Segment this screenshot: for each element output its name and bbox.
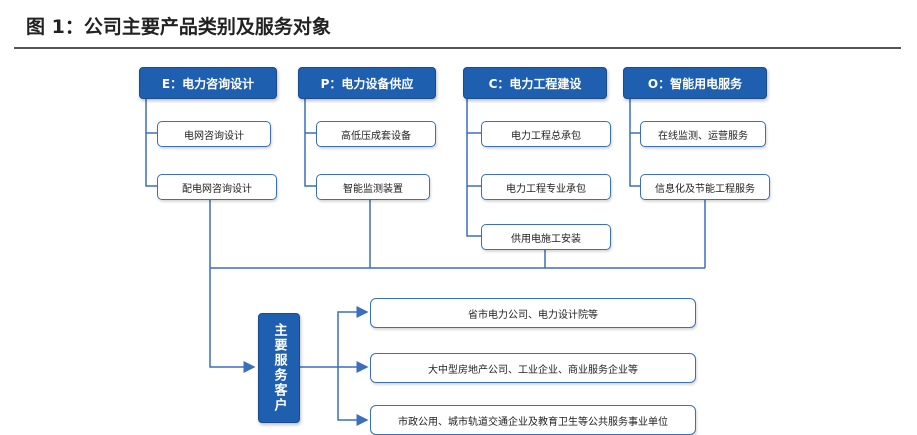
item-it-energy-saving: 信息化及节能工程服务 — [640, 174, 770, 200]
client-power-companies: 省市电力公司、电力设计院等 — [370, 298, 696, 328]
item-switchgear: 高低压成套设备 — [316, 121, 436, 147]
client-real-estate-industry: 大中型房地产公司、工业企业、商业服务企业等 — [370, 353, 696, 383]
clients-hub: 主要服务客户 — [258, 313, 300, 423]
category-e: E：电力咨询设计 — [139, 67, 277, 99]
category-o: O：智能用电服务 — [623, 67, 767, 99]
item-installation: 供用电施工安装 — [481, 224, 611, 250]
client-public-services: 市政公用、城市轨道交通企业及教育卫生等公共服务事业单位 — [370, 405, 696, 435]
item-monitoring-device: 智能监测装置 — [316, 174, 430, 200]
category-c: C：电力工程建设 — [463, 67, 607, 99]
category-p: P：电力设备供应 — [298, 67, 436, 99]
title-divider — [14, 47, 901, 49]
item-specialized-contracting: 电力工程专业承包 — [481, 174, 611, 200]
item-distribution-consulting: 配电网咨询设计 — [157, 174, 277, 200]
item-online-monitoring: 在线监测、运营服务 — [640, 121, 766, 147]
item-grid-consulting: 电网咨询设计 — [157, 121, 271, 147]
item-epc: 电力工程总承包 — [481, 121, 611, 147]
page-title: 图 1：公司主要产品类别及服务对象 — [26, 16, 331, 38]
